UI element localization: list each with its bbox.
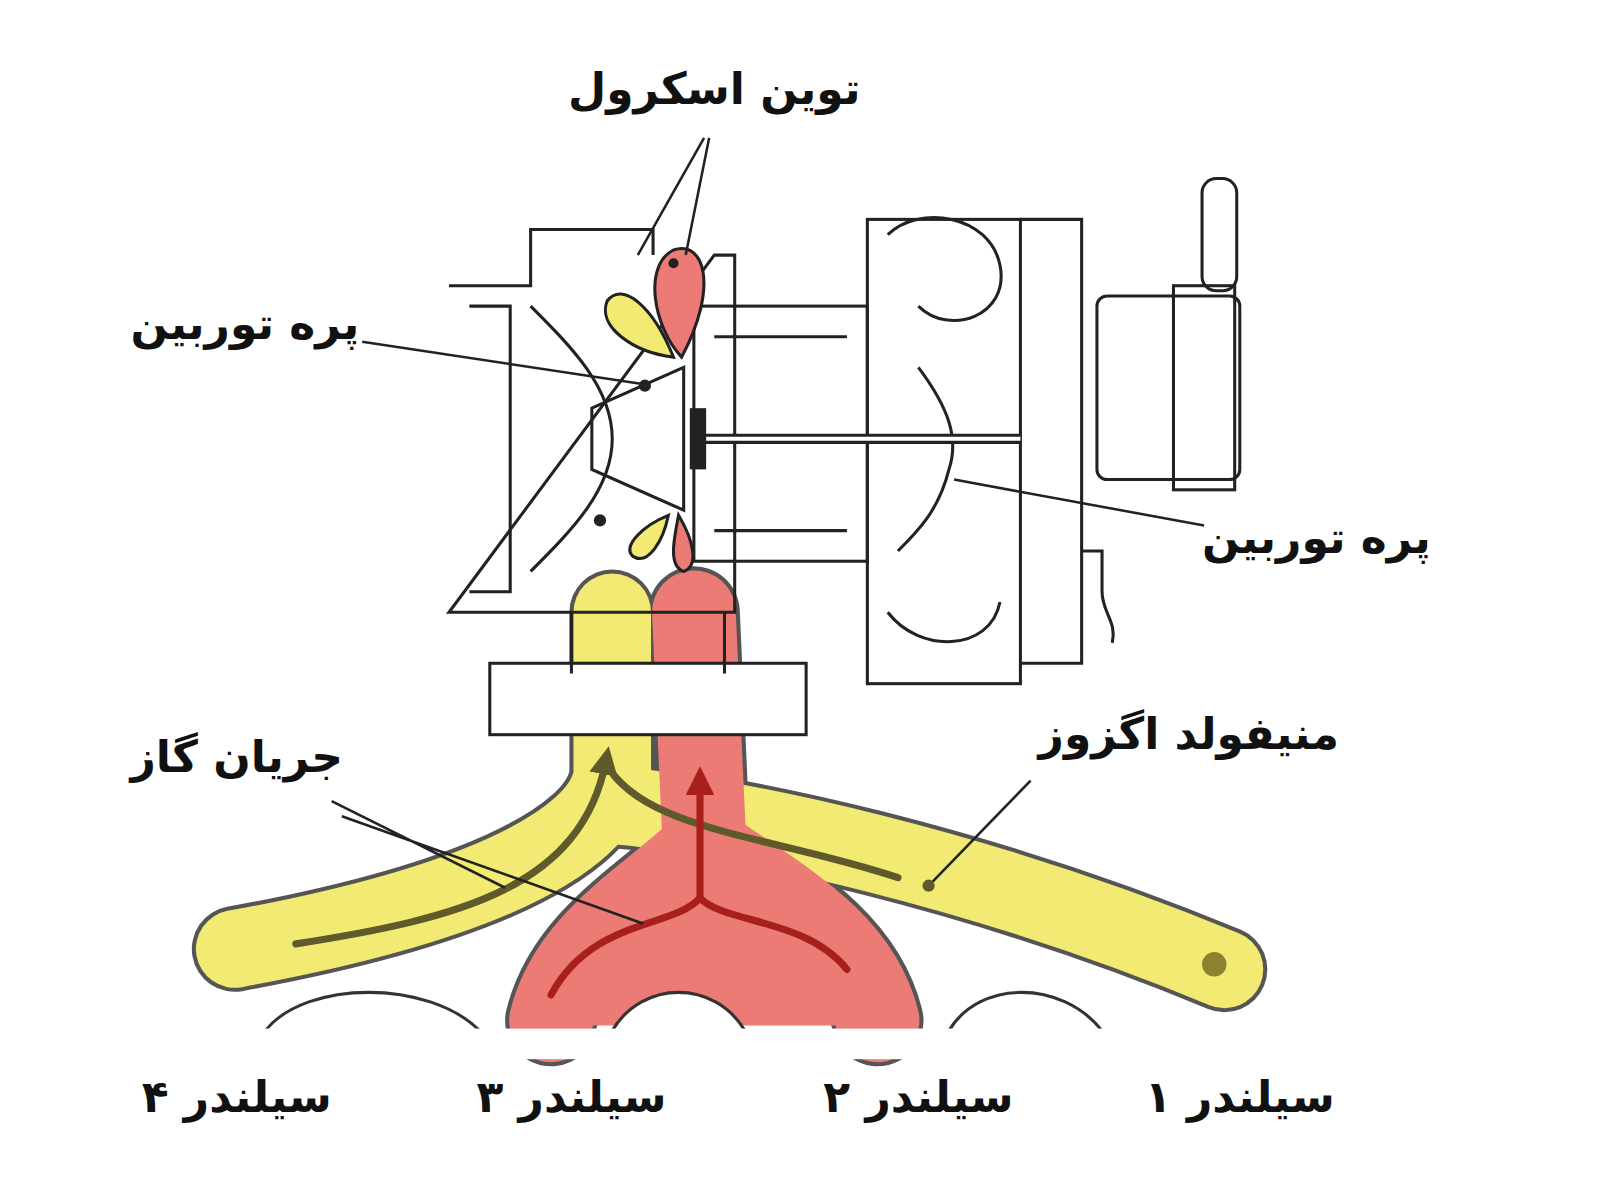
turbo-housing: [449, 179, 1240, 735]
cylinder-label: سیلندر ۲: [823, 1071, 1013, 1124]
gas-flow-arrow: [296, 760, 898, 995]
cylinder-label: سیلندر ۱: [1145, 1071, 1335, 1124]
shaft-core: [694, 437, 1021, 441]
cylinder-label: سیلندر ۴: [142, 1071, 332, 1124]
cylinder-label: سیلندر ۳: [476, 1071, 666, 1124]
leader-line: [332, 138, 1204, 924]
turbine-wheel-hub: [690, 408, 706, 469]
part-label: پره توربین: [131, 298, 360, 351]
shaft: [694, 434, 1021, 444]
cylinder-ports: [265, 992, 1102, 1030]
part-label: منیفولد اگزوز: [1039, 708, 1339, 761]
exhaust-manifold: [235, 612, 1225, 1025]
part-label: پره توربین: [1202, 512, 1431, 565]
twin-scroll: [605, 249, 704, 572]
flow-label: جریان گاز: [131, 731, 343, 784]
callout-label: توین اسکرول: [568, 63, 860, 116]
